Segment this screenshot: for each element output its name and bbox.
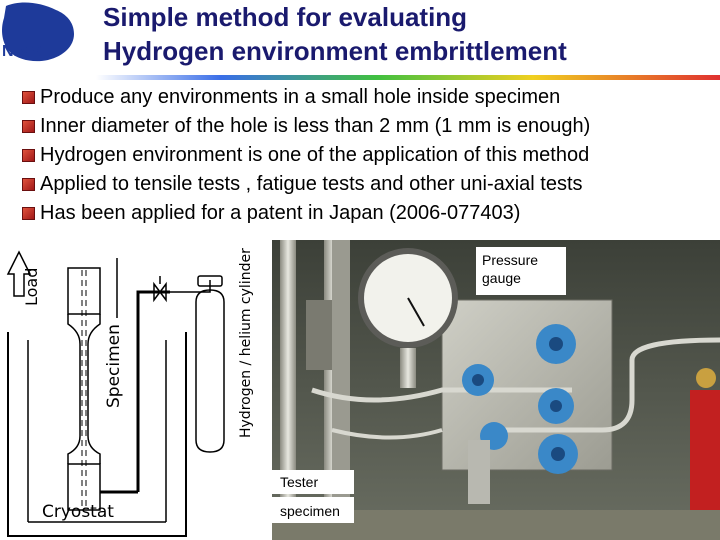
bullet-item: Produce any environments in a small hole… [22, 83, 720, 112]
bullet-item: Hydrogen environment is one of the appli… [22, 141, 720, 170]
schematic-drawing [6, 250, 225, 537]
load-label: Load [22, 267, 41, 306]
logo-text: NIMS [2, 43, 42, 60]
bullet-item: Has been applied for a patent in Japan (… [22, 199, 720, 228]
cryostat-vessel [7, 332, 187, 537]
cylinder-valve [197, 275, 223, 287]
bullet-square-icon [22, 149, 35, 162]
nims-logo: NIMS [2, 2, 74, 62]
specimen-label: Specimen [104, 324, 124, 408]
title-rainbow-rule [96, 75, 720, 80]
specimen-callout: specimen [272, 497, 354, 523]
cryostat-label: Cryostat [42, 502, 114, 522]
bullet-item: Applied to tensile tests , fatigue tests… [22, 170, 720, 199]
title-line-1: Simple method for evaluating [103, 2, 468, 32]
title-line-2: Hydrogen environment embrittlement [103, 36, 567, 66]
specimen-grip-top [67, 267, 101, 315]
pressure-gauge-callout: Pressure gauge [476, 247, 566, 295]
gas-cylinder [195, 289, 225, 453]
specimen-grip-bottom [67, 463, 101, 511]
load-arrow-icon [6, 250, 32, 297]
bullet-item: Inner diameter of the hole is less than … [22, 112, 720, 141]
schematic-diagram: Load Specimen Hydrogen / helium cylinder… [0, 240, 272, 540]
bullet-square-icon [22, 91, 35, 104]
page-title: Simple method for evaluating Hydrogen en… [103, 0, 713, 68]
bullet-square-icon [22, 178, 35, 191]
bullet-square-icon [22, 207, 35, 220]
valve-icon [153, 281, 167, 303]
tester-callout: Tester [272, 470, 354, 494]
cylinder-label: Hydrogen / helium cylinder [238, 248, 254, 438]
bullet-list: Produce any environments in a small hole… [22, 83, 720, 228]
bullet-square-icon [22, 120, 35, 133]
